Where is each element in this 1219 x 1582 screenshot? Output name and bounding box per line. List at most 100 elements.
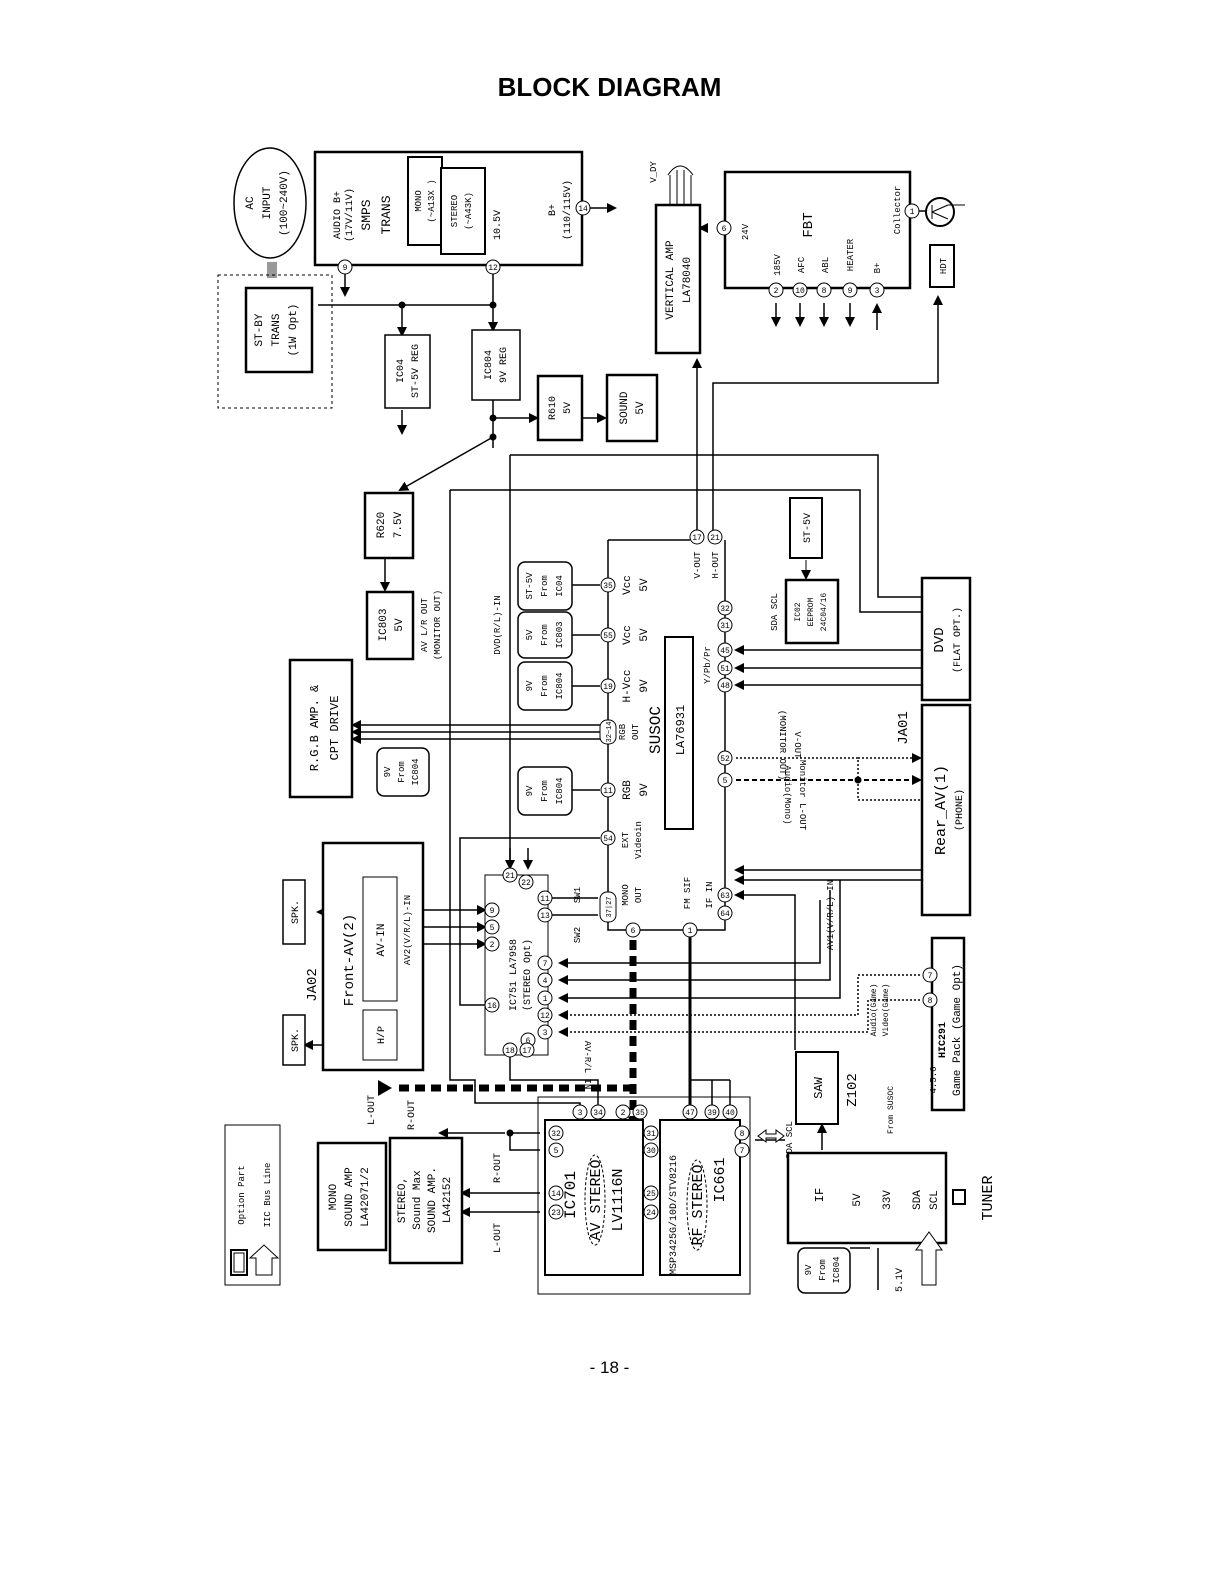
svg-text:12: 12 (488, 264, 498, 273)
hdt-block: HDT (925, 197, 965, 288)
svg-text:FM SIF: FM SIF (683, 877, 693, 909)
svg-text:EXT: EXT (621, 831, 631, 848)
svg-text:IC803: IC803 (378, 608, 390, 641)
svg-text:IC751 LA7958: IC751 LA7958 (509, 939, 520, 1011)
svg-text:AV1(V/R/L)-IN: AV1(V/R/L)-IN (826, 880, 836, 950)
svg-text:B+: B+ (548, 204, 559, 216)
svg-text:IF IN: IF IN (705, 881, 715, 908)
legend: Option Part IIC Bus Line (224, 1124, 281, 1286)
svg-text:R620: R620 (376, 512, 388, 538)
svg-text:(~A43K): (~A43K) (464, 192, 474, 230)
svg-text:32~14: 32~14 (606, 721, 614, 742)
svg-text:DVD: DVD (932, 627, 948, 652)
svg-text:TUNER: TUNER (980, 1175, 997, 1220)
svg-text:SDA: SDA (912, 1190, 924, 1210)
svg-text:(FLAT OPT.): (FLAT OPT.) (952, 607, 964, 673)
svg-text:IC701: IC701 (562, 1171, 580, 1219)
svg-text:9V: 9V (639, 679, 651, 693)
svg-text:19: 19 (603, 683, 613, 692)
svg-text:9: 9 (490, 907, 495, 916)
svg-text:LA76931: LA76931 (674, 705, 688, 755)
tuner-block: IF 5V 33V SDA SCL TUNER 5.1V (786, 1151, 997, 1292)
speaker-2: SPK. (282, 1014, 306, 1066)
svg-text:12: 12 (540, 1012, 550, 1021)
svg-text:52: 52 (720, 755, 730, 764)
svg-text:6: 6 (631, 927, 636, 936)
fbt: FBT 24V 185V AFC ABL HEATER B+ Collector (723, 170, 912, 290)
rgb-amp: R.G.B AMP. & CPT DRIVE (288, 658, 354, 799)
svg-text:5V: 5V (525, 629, 535, 640)
svg-text:JA02: JA02 (305, 968, 321, 1002)
svg-text:5: 5 (554, 1147, 559, 1156)
svg-text:Z102: Z102 (845, 1073, 861, 1107)
svg-text:(STEREO Opt): (STEREO Opt) (522, 939, 534, 1011)
svg-text:2: 2 (621, 1109, 626, 1118)
svg-text:35: 35 (603, 582, 613, 591)
svg-text:9V: 9V (525, 680, 535, 691)
svg-text:6: 6 (722, 225, 727, 234)
svg-text:9: 9 (343, 264, 348, 273)
svg-text:14: 14 (578, 205, 588, 214)
rgb-9v-from-ic804: 9V From IC804 (376, 747, 430, 797)
svg-text:Y/Pb/Pr: Y/Pb/Pr (703, 646, 713, 684)
pin-markers: 9 12 14 6 1 2 10 8 9 3 35 55 19 32~14 11… (337, 200, 938, 1220)
svg-text:11: 11 (603, 787, 613, 796)
svg-text:6: 6 (526, 1037, 531, 1046)
svg-text:AV2(V/R/L)-IN: AV2(V/R/L)-IN (403, 895, 413, 965)
svg-text:5V: 5V (394, 618, 406, 632)
svg-text:EEPROM: EEPROM (807, 597, 816, 626)
svg-text:7: 7 (740, 1147, 745, 1156)
svg-text:RF STEREO: RF STEREO (690, 1164, 707, 1245)
svg-text:9V REG: 9V REG (499, 347, 510, 383)
svg-text:From: From (818, 1259, 828, 1281)
svg-text:From SUSOC: From SUSOC (887, 1086, 896, 1134)
svg-text:SOUND AMP: SOUND AMP (344, 1167, 356, 1227)
svg-text:HIC291: HIC291 (938, 1022, 949, 1058)
iic-bus-arrow (757, 1129, 785, 1143)
ac-input: AC INPUT (100~240V) (233, 147, 307, 259)
svg-text:24V: 24V (741, 223, 751, 240)
from-9v-ic804-b: 9V From IC804 (517, 766, 573, 816)
svg-text:3: 3 (543, 1029, 548, 1038)
svg-text:5V: 5V (639, 628, 651, 642)
svg-text:TRANS: TRANS (379, 195, 394, 234)
svg-text:7: 7 (928, 972, 933, 981)
svg-text:48: 48 (720, 682, 730, 691)
svg-text:IC04: IC04 (396, 359, 407, 383)
svg-text:LV1116N: LV1116N (610, 1168, 627, 1231)
vertical-amp: VERTICAL AMP LA78040 V_DY (649, 161, 702, 355)
svg-text:17: 17 (522, 1047, 532, 1056)
svg-text:3: 3 (875, 287, 880, 296)
svg-text:51: 51 (720, 665, 730, 674)
svg-text:5V: 5V (639, 578, 651, 592)
svg-text:47: 47 (685, 1109, 695, 1118)
speaker-1: SPK. (282, 879, 306, 945)
svg-text:10: 10 (795, 287, 805, 296)
svg-text:(~A13X ): (~A13X ) (427, 179, 437, 222)
svg-text:FBT: FBT (801, 212, 817, 237)
svg-text:V_DY: V_DY (649, 161, 659, 183)
monitor-labels: V-OUT (MONITOR OUT) Monitor L-OUT Audio(… (582, 710, 836, 1089)
svg-text:STEREO,: STEREO, (397, 1177, 409, 1223)
svg-text:14: 14 (551, 1190, 561, 1199)
page-title: BLOCK DIAGRAM (497, 72, 722, 102)
svg-text:39: 39 (707, 1109, 717, 1118)
svg-text:SW2: SW2 (573, 927, 583, 943)
svg-text:64: 64 (720, 910, 730, 919)
svg-text:Monitor L-OUT: Monitor L-OUT (797, 760, 807, 831)
svg-text:LA78040: LA78040 (682, 257, 694, 303)
svg-text:IC804: IC804 (555, 672, 565, 699)
from-st5v-ic04: ST-5V From IC04 (517, 561, 573, 611)
svg-text:IC804: IC804 (484, 350, 495, 380)
r620-block: R620 7.5V (363, 491, 415, 560)
svg-text:63: 63 (720, 892, 730, 901)
svg-text:IF: IF (813, 1188, 827, 1202)
svg-text:24C04/16: 24C04/16 (820, 593, 829, 632)
svg-text:MSP3425G/10D/STV8216: MSP3425G/10D/STV8216 (668, 1155, 680, 1275)
svg-text:Video(Game): Video(Game) (882, 984, 891, 1037)
svg-text:MONO: MONO (621, 884, 631, 906)
st5v-box: ST-5V (789, 497, 823, 559)
svg-text:IC02: IC02 (794, 602, 803, 621)
svg-text:Videoin: Videoin (634, 821, 644, 859)
